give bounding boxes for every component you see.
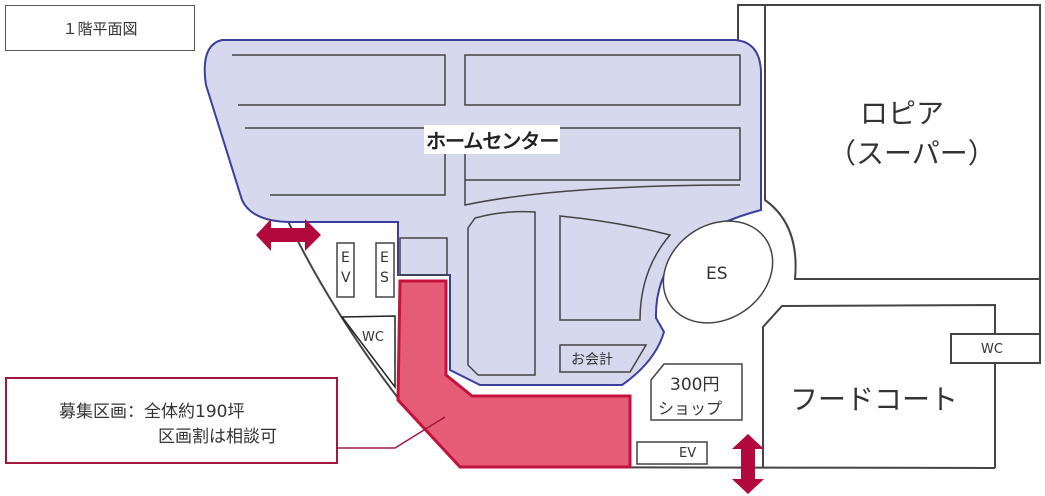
entrance-arrow-horizontal (256, 219, 321, 251)
shop-300-sub-label: ショップ (658, 399, 723, 418)
checkout-label: お会計 (571, 352, 613, 368)
ev-box-left (336, 242, 355, 298)
shop-300-label: 300円 (670, 375, 720, 395)
entrance-arrow-vertical (732, 434, 764, 494)
ev-bottom-box (636, 441, 708, 465)
wc-right-label: WC (981, 342, 1003, 357)
page-title: １階平面図 (5, 5, 195, 51)
home-center-interior (232, 54, 741, 376)
lopia-sub-label: （スーパー） (828, 137, 996, 170)
es-left-label-2: S (380, 270, 389, 286)
wc-left-label: WC (362, 330, 384, 345)
escalator-center (662, 220, 774, 324)
wc-left-box (340, 315, 396, 390)
right-building-walls (737, 4, 1041, 468)
shop-300-box (650, 363, 743, 421)
ev-left-label-1: E (341, 250, 350, 266)
wc-right-box (950, 333, 1041, 364)
ev-bottom-label: EV (679, 446, 697, 461)
ev-left-label-2: V (341, 270, 351, 286)
recruit-area (396, 279, 632, 469)
lopia-label: ロピア (860, 97, 945, 130)
food-court-label: フードコート (790, 383, 959, 416)
callout-leader-line (338, 416, 446, 449)
recruit-callout: 募集区画：全体約190坪 区画割は相談可 (5, 377, 338, 464)
es-box-left (375, 242, 395, 298)
es-left-label-1: E (380, 250, 389, 266)
home-center-label: ホームセンター (424, 125, 561, 154)
callout-line-1: 募集区画：全体約190坪 (59, 402, 245, 422)
home-center-area (203, 39, 762, 386)
callout-line-2: 区画割は相談可 (158, 427, 277, 447)
escalator-center-label: ES (706, 264, 728, 284)
